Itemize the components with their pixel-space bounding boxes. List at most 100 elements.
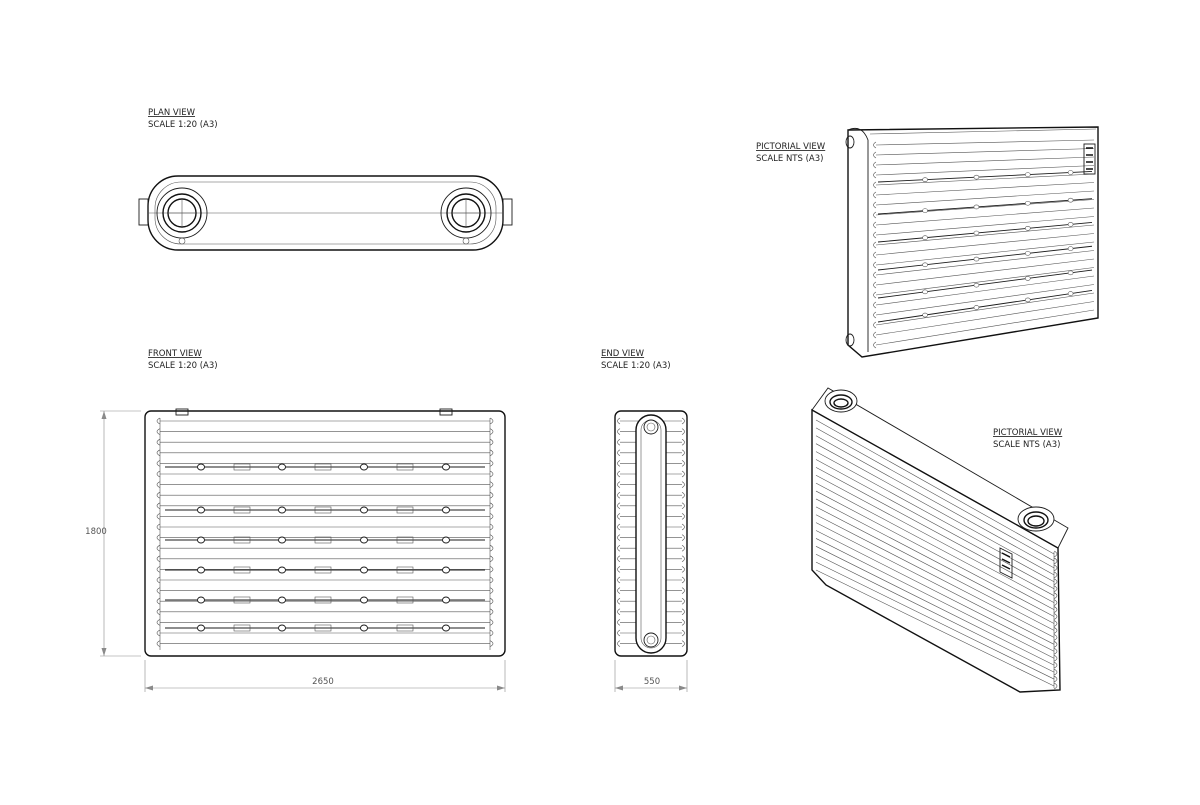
end-rib-end-right [681, 619, 685, 626]
end-rib-end-right [681, 597, 685, 605]
front-bolt [442, 566, 450, 574]
pictorial-bottom-rib-end [1053, 641, 1058, 648]
front-panel-clip [396, 506, 414, 514]
front-top-fitting-right [439, 408, 453, 416]
front-bolt [197, 506, 205, 514]
front-bolt [360, 536, 368, 544]
plan-view: PLAN VIEW SCALE 1:20 (A3) [138, 108, 513, 251]
end-rib-end-right [681, 449, 685, 457]
end-rib-end-right [681, 534, 685, 541]
pictorial-top-bolt [1067, 222, 1074, 227]
pictorial-top-bolt [1067, 170, 1074, 175]
front-rib-end-left [156, 502, 161, 510]
pictorial-bottom-port-left [824, 389, 858, 413]
pictorial-bottom-port-right [1017, 506, 1055, 532]
pictorial-top-bolt [1067, 197, 1074, 203]
front-rib-end-left [156, 566, 161, 573]
pictorial-bottom-brand-logo [999, 547, 1013, 579]
pictorial-bottom-rib-end [1053, 647, 1058, 655]
front-rib-end-right [489, 608, 494, 616]
pictorial-bottom-rib-end [1053, 557, 1058, 565]
pictorial-top-rib-end [873, 271, 877, 279]
pictorial-bottom-rib-end [1053, 613, 1058, 620]
end-rib-end-left [617, 576, 621, 584]
front-rib-end-right [489, 566, 494, 573]
end-rib-end-right [681, 566, 685, 573]
pictorial-top-outline [847, 126, 1099, 358]
front-view: FRONT VIEW SCALE 1:20 (A3) [144, 349, 506, 657]
front-panel-clip [314, 596, 332, 604]
front-panel-clip [396, 536, 414, 544]
front-rib-end-left [156, 629, 161, 637]
front-rib-end-left [156, 449, 161, 457]
pictorial-top-bolt [1067, 291, 1074, 296]
end-rib-end-left [617, 619, 621, 626]
pictorial-bottom-rib [815, 490, 1055, 617]
front-view-ribs [156, 417, 494, 650]
pictorial-top-bolt [922, 208, 928, 213]
pictorial-view-top-scale: SCALE NTS (A3) [756, 154, 823, 164]
pictorial-bottom-rib-end [1053, 578, 1058, 586]
end-rib-end-left [617, 640, 621, 647]
front-bolt [360, 566, 368, 574]
pictorial-bottom-rib [815, 553, 1055, 673]
pictorial-top-rib-end [873, 321, 877, 329]
front-bolt [197, 536, 205, 544]
front-rib-end-left [156, 544, 161, 552]
front-panel-clip [314, 566, 332, 574]
pictorial-bottom-rib-end [1053, 627, 1058, 634]
pictorial-top-rib [875, 224, 1095, 246]
pictorial-top-rib [875, 292, 1095, 326]
front-rib-end-right [489, 544, 494, 552]
front-rib-end-right [489, 587, 494, 594]
front-rib-end-right [489, 449, 494, 457]
pictorial-bottom-rib [815, 459, 1055, 590]
front-rib-end-left [156, 608, 161, 616]
pictorial-top-rib [875, 301, 1095, 336]
end-rib-end-left [617, 608, 621, 616]
end-rib-end-right [681, 513, 685, 520]
end-rib-end-left [617, 470, 621, 478]
pictorial-bottom-rib-end [1053, 620, 1058, 627]
front-bolt [360, 463, 368, 471]
pictorial-bottom-rib-end [1053, 550, 1058, 558]
pictorial-bottom-rib-end [1053, 585, 1058, 593]
end-rib-end-left [617, 502, 621, 510]
end-rib-end-left [617, 597, 621, 605]
pictorial-bottom-ribs [815, 419, 1058, 690]
plan-view-scale: SCALE 1:20 (A3) [148, 120, 218, 130]
front-rib-end-right [489, 502, 494, 510]
front-bolt [278, 506, 286, 514]
pictorial-top-bolt [1025, 251, 1031, 256]
end-rib-end-left [617, 523, 621, 531]
end-rib-end-left [617, 555, 621, 563]
pictorial-top-rib-end [873, 211, 877, 219]
front-bolt [360, 596, 368, 604]
end-rib-end-right [681, 523, 685, 531]
pictorial-bottom-rib [815, 530, 1055, 652]
pictorial-bottom-rib [815, 443, 1055, 576]
front-rib-end-left [156, 640, 161, 647]
front-view-scale: SCALE 1:20 (A3) [148, 361, 218, 371]
pictorial-top-rib [875, 165, 1095, 176]
front-panel-clip [314, 624, 332, 632]
pictorial-view-bottom-scale: SCALE NTS (A3) [993, 440, 1060, 450]
pictorial-bottom-rib [815, 561, 1055, 680]
pictorial-top-bolt [1067, 246, 1074, 251]
end-rib-end-right [681, 460, 685, 467]
end-rib-end-right [681, 491, 685, 499]
end-rib-end-left [617, 513, 621, 520]
front-rib-end-right [489, 523, 494, 531]
front-view-title: FRONT VIEW [148, 349, 202, 359]
pictorial-view-bottom-title: PICTORIAL VIEW [993, 428, 1063, 438]
pictorial-top-rib-end [873, 241, 877, 249]
end-rib-end-right [681, 502, 685, 510]
front-rib-end-right [489, 481, 494, 488]
front-panel-clip [233, 463, 251, 471]
pictorial-top-bolt [922, 177, 928, 182]
pictorial-top-bolt [1025, 226, 1031, 231]
pictorial-bottom-rib-end [1053, 571, 1058, 579]
pictorial-bottom-rib-end [1053, 606, 1058, 613]
end-rib-end-left [617, 449, 621, 457]
